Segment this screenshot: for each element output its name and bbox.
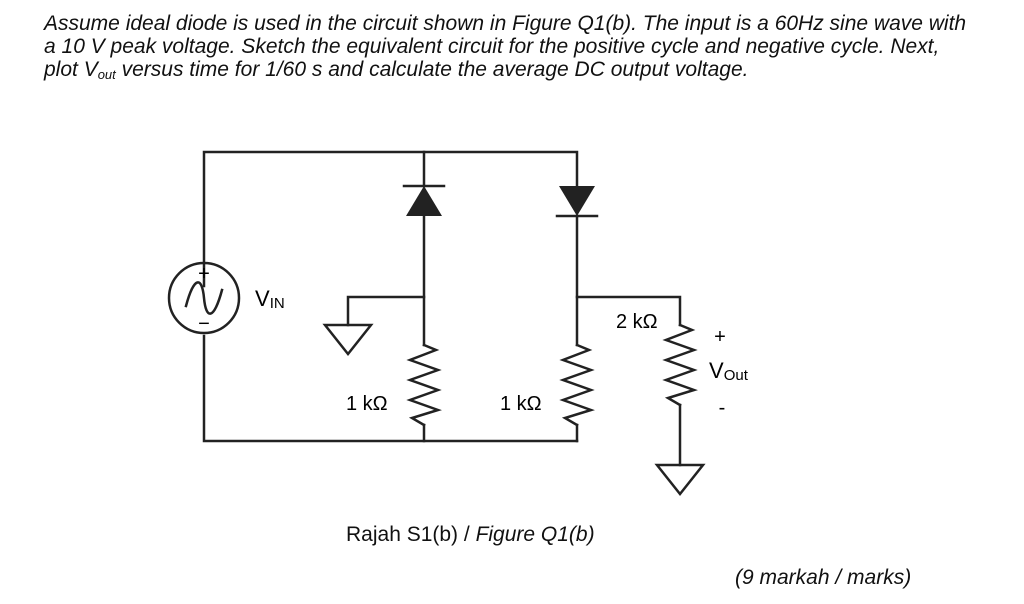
r2-label: 1 kΩ: [500, 393, 542, 415]
question-subscript: out: [97, 67, 116, 82]
question-text: Assume ideal diode is used in the circui…: [44, 12, 979, 81]
output-wire-top: [575, 295, 682, 327]
marks-label: (9 markah / marks): [735, 566, 912, 589]
resistor-r3: [662, 323, 698, 407]
source-sine-icon: [184, 281, 224, 315]
source-label-main: V: [255, 286, 270, 311]
r1-label: 1 kΩ: [346, 393, 388, 415]
left-wire-bottom: [202, 334, 579, 443]
diode1-triangle: [406, 186, 442, 216]
caption-english: Figure Q1(b): [475, 523, 595, 546]
vout-label: VOut: [709, 358, 749, 384]
resistor-r1: [406, 343, 442, 427]
ground1-symbol: [322, 323, 374, 357]
diode2-triangle: [559, 186, 595, 216]
ground1-wire: [346, 295, 426, 327]
vout-plus: +: [714, 326, 726, 348]
question-part1: Assume ideal diode is used in the circui…: [44, 12, 967, 81]
vout-label-main: V: [709, 358, 724, 383]
source-plus-sign: +: [198, 263, 210, 285]
source-circle: [167, 261, 241, 335]
caption-malay: Rajah S1(b) /: [346, 523, 476, 546]
source-minus-sign: −: [198, 313, 210, 335]
figure-caption: Rajah S1(b) / Figure Q1(b): [346, 523, 595, 547]
source-label: VIN: [255, 286, 285, 312]
source-label-sub: IN: [270, 295, 285, 312]
question-part2: versus time for 1/60 s and calculate the…: [115, 58, 749, 81]
r3-label: 2 kΩ: [616, 311, 658, 333]
top-wire: [202, 150, 579, 288]
vout-minus: -: [719, 397, 726, 419]
resistor-r2: [559, 343, 595, 427]
vout-label-sub: Out: [724, 367, 749, 384]
ground2-symbol: [654, 463, 706, 497]
